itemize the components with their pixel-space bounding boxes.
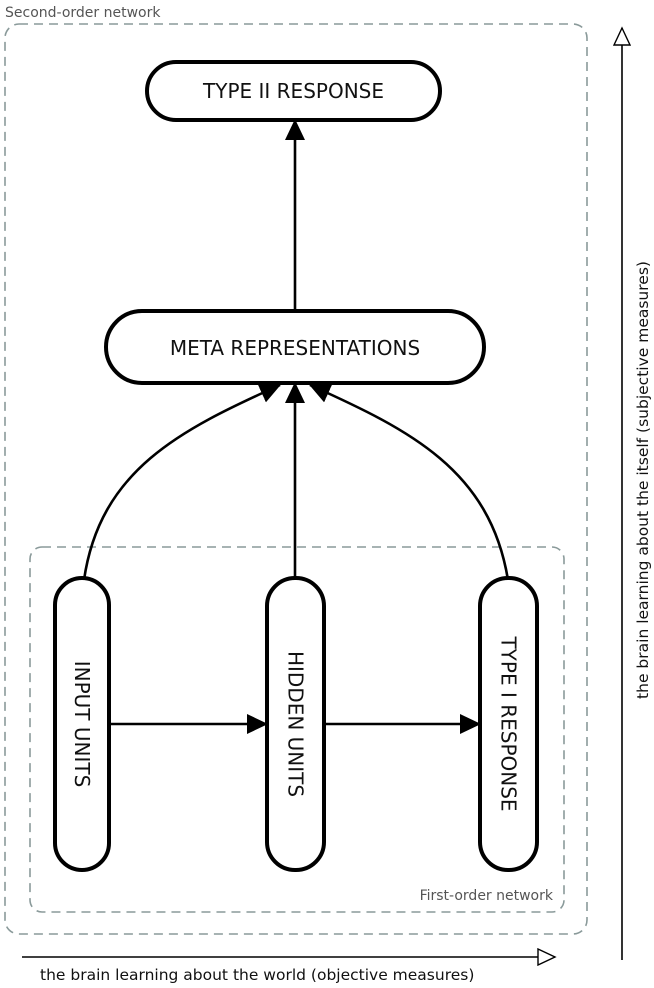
node-meta-representations: META REPRESENTATIONS <box>104 309 486 385</box>
node-input-units-label: INPUT UNITS <box>70 661 94 788</box>
objective-axis-label: the brain learning about the world (obje… <box>40 966 474 984</box>
node-meta-representations-label: META REPRESENTATIONS <box>170 336 420 360</box>
edge-input-to-meta <box>82 383 281 581</box>
second-order-network-label: Second-order network <box>5 5 161 21</box>
second-order-network-region <box>4 23 588 935</box>
node-type1-response: TYPE I RESPONSE <box>478 576 539 872</box>
node-type2-response-label: TYPE II RESPONSE <box>202 79 384 103</box>
node-input-units: INPUT UNITS <box>53 576 111 872</box>
node-type2-response: TYPE II RESPONSE <box>145 60 442 122</box>
first-order-network-label: First-order network <box>420 888 554 904</box>
node-hidden-units: HIDDEN UNITS <box>265 576 326 872</box>
edge-type1-to-meta <box>309 383 510 581</box>
node-type1-response-label: TYPE I RESPONSE <box>497 635 521 811</box>
first-order-network-region <box>29 546 565 913</box>
subjective-axis-label: the brain learning about the itself (sub… <box>634 261 652 699</box>
node-hidden-units-label: HIDDEN UNITS <box>284 651 308 797</box>
